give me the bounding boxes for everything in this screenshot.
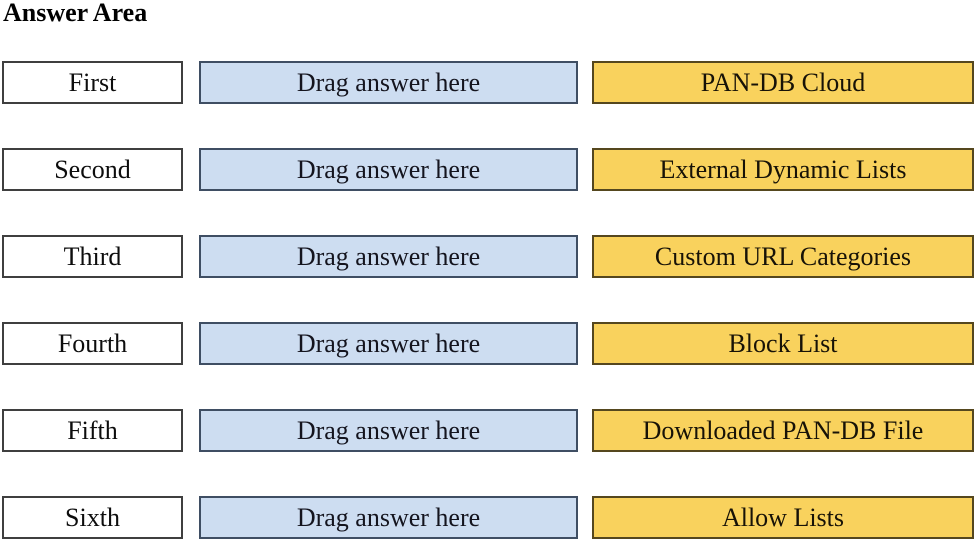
ordinal-label-box: Second xyxy=(2,148,183,191)
answer-row: Sixth Drag answer here Allow Lists xyxy=(0,496,974,539)
answer-option[interactable]: Block List xyxy=(592,322,974,365)
answer-option-label: Custom URL Categories xyxy=(654,241,912,271)
drop-target[interactable]: Drag answer here xyxy=(199,322,578,365)
answer-row: First Drag answer here PAN-DB Cloud xyxy=(0,61,974,104)
answer-option[interactable]: PAN-DB Cloud xyxy=(592,61,974,104)
ordinal-label-box: Sixth xyxy=(2,496,183,539)
answer-option-label: Downloaded PAN-DB File xyxy=(642,415,924,445)
drop-target-label: Drag answer here xyxy=(296,154,481,184)
answer-option[interactable]: Allow Lists xyxy=(592,496,974,539)
drop-target-label: Drag answer here xyxy=(296,502,481,532)
answer-row: Fourth Drag answer here Block List xyxy=(0,322,974,365)
ordinal-label: Third xyxy=(63,241,122,271)
ordinal-label: Fifth xyxy=(67,415,118,445)
ordinal-label: First xyxy=(68,67,117,97)
answer-row: Third Drag answer here Custom URL Catego… xyxy=(0,235,974,278)
ordinal-label-box: First xyxy=(2,61,183,104)
answer-option[interactable]: Custom URL Categories xyxy=(592,235,974,278)
answer-option-label: Allow Lists xyxy=(721,502,845,532)
answer-row: Fifth Drag answer here Downloaded PAN-DB… xyxy=(0,409,974,452)
ordinal-label: Second xyxy=(54,154,131,184)
drop-target[interactable]: Drag answer here xyxy=(199,235,578,278)
drop-target-label: Drag answer here xyxy=(296,67,481,97)
answer-area-title: Answer Area xyxy=(3,0,148,27)
ordinal-label: Sixth xyxy=(65,502,120,532)
answer-option-label: External Dynamic Lists xyxy=(659,154,907,184)
ordinal-label-box: Fifth xyxy=(2,409,183,452)
drop-target[interactable]: Drag answer here xyxy=(199,496,578,539)
answer-option[interactable]: Downloaded PAN-DB File xyxy=(592,409,974,452)
drop-target-label: Drag answer here xyxy=(296,328,481,358)
drop-target[interactable]: Drag answer here xyxy=(199,409,578,452)
answer-row: Second Drag answer here External Dynamic… xyxy=(0,148,974,191)
drop-target[interactable]: Drag answer here xyxy=(199,61,578,104)
drop-target[interactable]: Drag answer here xyxy=(199,148,578,191)
drop-target-label: Drag answer here xyxy=(296,241,481,271)
ordinal-label-box: Third xyxy=(2,235,183,278)
answer-option[interactable]: External Dynamic Lists xyxy=(592,148,974,191)
answer-option-label: Block List xyxy=(728,328,838,358)
drop-target-label: Drag answer here xyxy=(296,415,481,445)
ordinal-label: Fourth xyxy=(57,328,128,358)
ordinal-label-box: Fourth xyxy=(2,322,183,365)
answer-option-label: PAN-DB Cloud xyxy=(700,67,866,97)
answer-rows: First Drag answer here PAN-DB Cloud Seco… xyxy=(0,61,974,539)
